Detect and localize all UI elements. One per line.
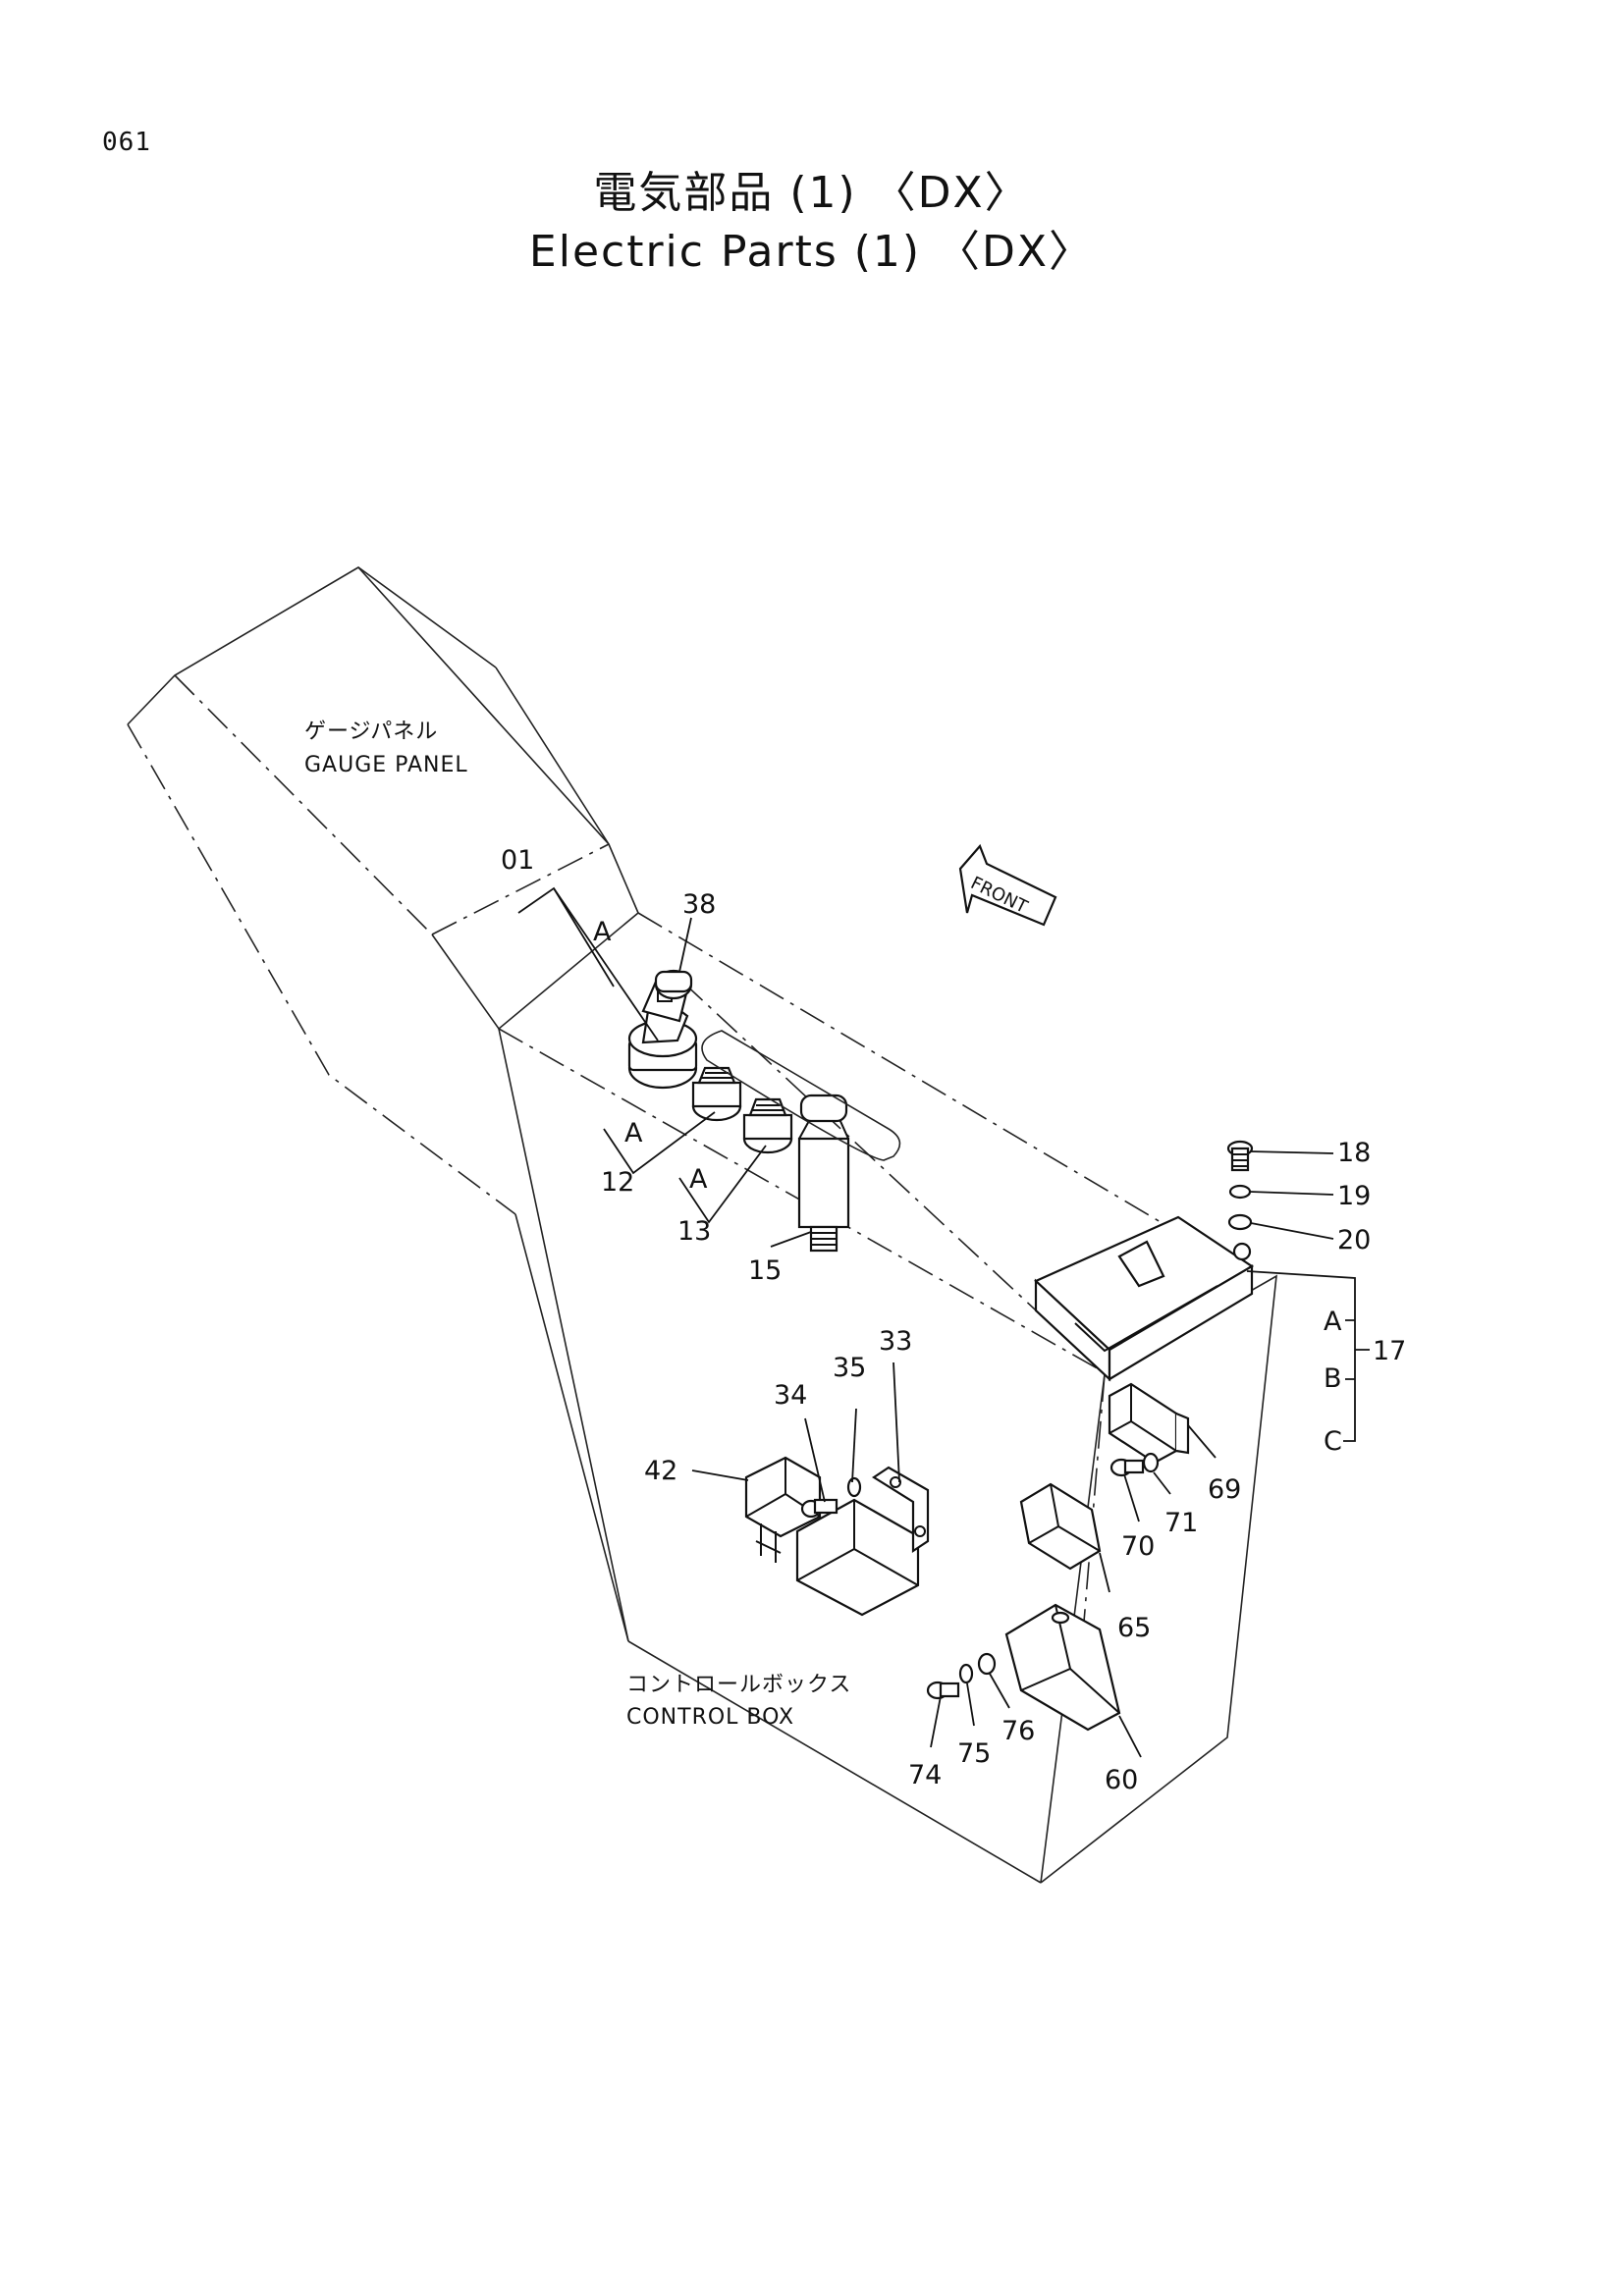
part-washer-20	[1227, 1213, 1253, 1231]
part-screw-74	[926, 1681, 960, 1700]
part-washer-75	[958, 1663, 974, 1684]
part-washer-71	[1142, 1452, 1160, 1473]
gauge-panel-label-jp: ゲージパネル	[304, 720, 438, 744]
front-arrow: FRONT	[958, 843, 1057, 927]
callout-15: 15	[748, 1255, 782, 1286]
callout-20: 20	[1337, 1225, 1371, 1255]
part-cover-65	[1019, 1482, 1102, 1571]
sublabel-17-a: A	[1324, 1307, 1342, 1337]
callout-01: 01	[501, 845, 534, 876]
part-screw-70	[1109, 1458, 1145, 1477]
page-title-english: Electric Parts (1) 〈DX〉	[528, 227, 1095, 277]
callout-13: 13	[677, 1216, 711, 1247]
callout-74: 74	[908, 1760, 942, 1790]
callout-71: 71	[1164, 1508, 1198, 1538]
page-number: 061	[102, 128, 151, 157]
callout-60: 60	[1105, 1765, 1138, 1795]
callout-69: 69	[1208, 1474, 1241, 1505]
callout-65: 65	[1117, 1613, 1151, 1643]
sublabel-17-b: B	[1324, 1363, 1342, 1394]
part-washer-19	[1228, 1184, 1252, 1200]
sub-labels: A A A A B C	[593, 917, 1342, 1457]
gauge-panel-label-en: GAUGE PANEL	[304, 753, 468, 777]
part-washer-76	[977, 1652, 997, 1676]
page-title-japanese: 電気部品 (1) 〈DX〉	[593, 168, 1030, 218]
part-module-60	[1004, 1603, 1121, 1732]
top-slot	[701, 1030, 901, 1161]
sublabel-a-key: A	[593, 917, 612, 947]
callout-75: 75	[957, 1738, 991, 1769]
part-relay-42	[744, 1456, 920, 1617]
part-switch-box	[1034, 1215, 1255, 1382]
sublabel-17-c: C	[1324, 1426, 1342, 1457]
part-cigar-lighter	[797, 1094, 850, 1253]
callout-18: 18	[1337, 1138, 1371, 1168]
callout-34: 34	[774, 1380, 807, 1411]
callout-70: 70	[1121, 1531, 1155, 1562]
part-connector-69	[1108, 1382, 1190, 1465]
part-washer-35	[846, 1476, 862, 1498]
part-key-switch	[627, 980, 698, 1090]
leader-lines	[517, 886, 1370, 1758]
part-screw-18	[1226, 1140, 1254, 1172]
part-bracket-33	[871, 1466, 930, 1554]
part-indicator-lamp-13	[742, 1097, 793, 1154]
callout-38: 38	[682, 889, 716, 920]
callouts: 01 38 12 13 15 18 19 20 17 33 35 34 42 6…	[501, 845, 1406, 1795]
sublabel-a-13: A	[689, 1164, 708, 1195]
callout-17: 17	[1373, 1336, 1406, 1366]
callout-42: 42	[644, 1456, 677, 1486]
callout-35: 35	[833, 1353, 866, 1383]
control-box-label-jp: コントロールボックス	[626, 1673, 851, 1697]
control-box-label-en: CONTROL BOX	[626, 1705, 794, 1730]
part-screw-34	[800, 1498, 839, 1519]
callout-19: 19	[1337, 1181, 1371, 1211]
callout-33: 33	[879, 1326, 912, 1357]
part-key-cap	[654, 969, 693, 1000]
sublabel-a-12: A	[624, 1118, 643, 1148]
callout-76: 76	[1001, 1716, 1035, 1746]
callout-12: 12	[601, 1167, 634, 1198]
